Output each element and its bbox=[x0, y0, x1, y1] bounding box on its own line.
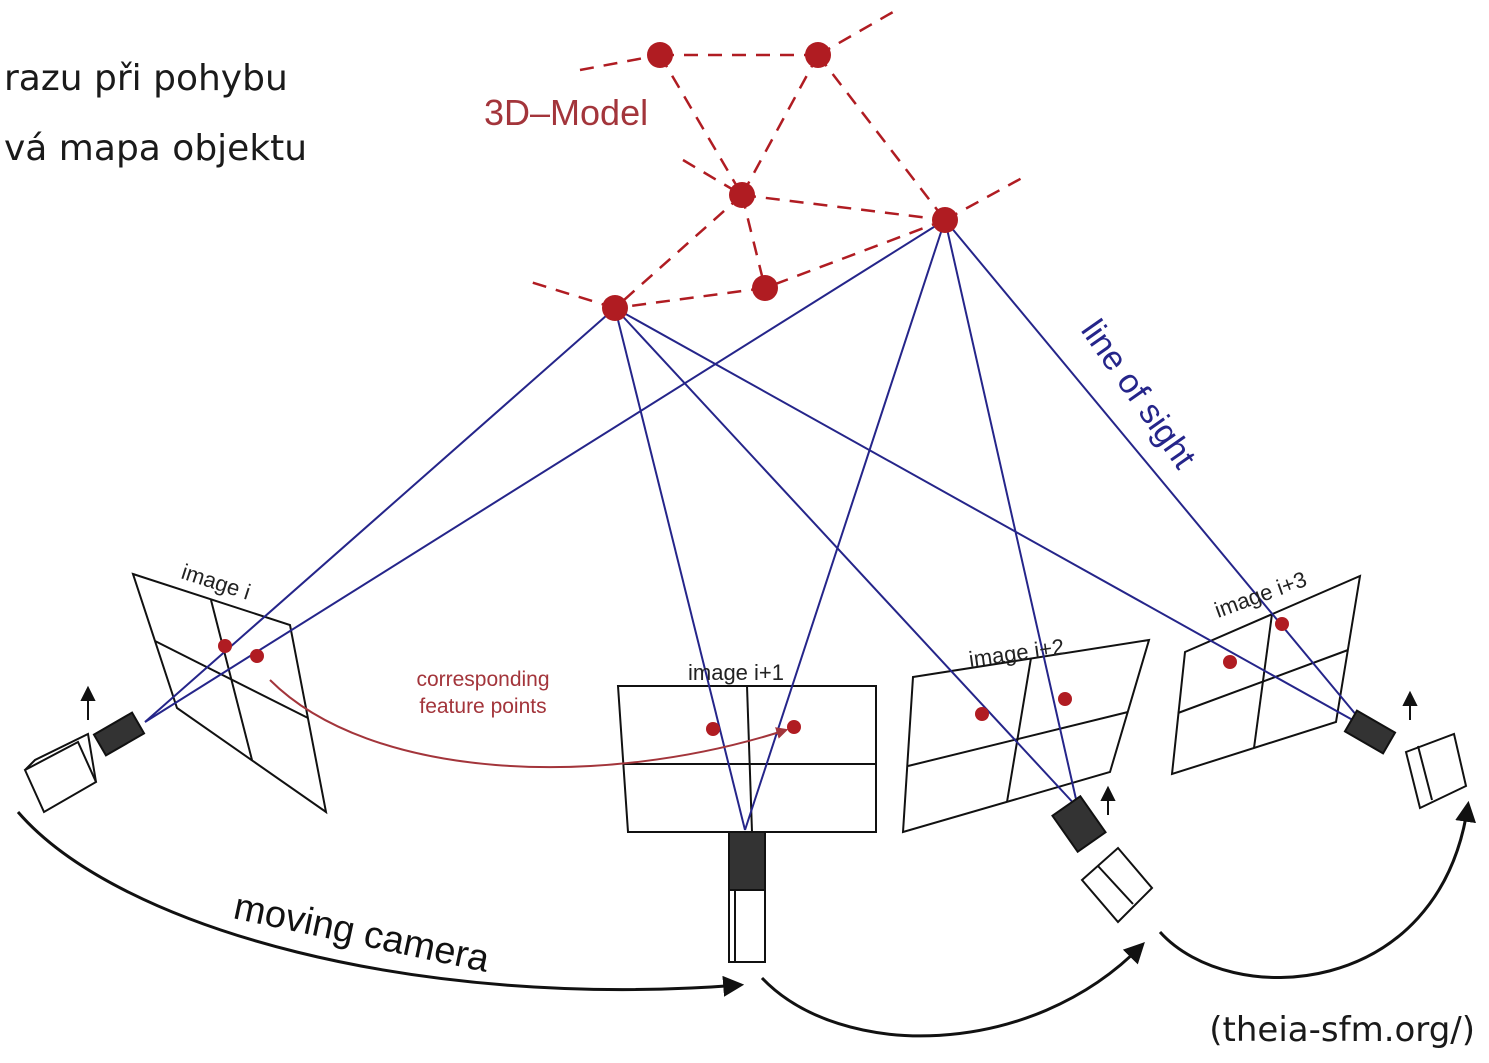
feature-point bbox=[787, 720, 801, 734]
model-points bbox=[602, 42, 958, 321]
camera-icon bbox=[23, 685, 146, 814]
image-plane-i bbox=[131, 572, 328, 815]
feature-point bbox=[706, 722, 720, 736]
model-point bbox=[752, 275, 778, 301]
camera-icon bbox=[1051, 785, 1154, 924]
camera-icon bbox=[728, 831, 766, 963]
sight-lines bbox=[144, 219, 1368, 831]
feature-point bbox=[1058, 692, 1072, 706]
model-label: 3D–Model bbox=[484, 92, 648, 133]
model-point bbox=[932, 207, 958, 233]
correspondence-arrow bbox=[269, 679, 789, 769]
image-label-i3: image i+3 bbox=[1211, 566, 1310, 622]
image-plane-i1 bbox=[616, 685, 877, 833]
feature-point bbox=[250, 649, 264, 663]
image-label-i2: image i+2 bbox=[967, 634, 1066, 672]
feature-point bbox=[975, 707, 989, 721]
corresponding-label-1: corresponding bbox=[416, 668, 549, 691]
feature-point bbox=[1275, 617, 1289, 631]
corresponding-label-2: feature points bbox=[419, 695, 546, 718]
feature-points bbox=[218, 617, 1289, 736]
model-point bbox=[602, 295, 628, 321]
feature-point bbox=[218, 639, 232, 653]
model-network bbox=[523, 6, 1023, 310]
slide-text-line-2: vá mapa objektu bbox=[4, 128, 308, 169]
camera-path bbox=[16, 800, 1476, 1038]
image-plane-i3 bbox=[1170, 574, 1362, 776]
image-planes bbox=[131, 572, 1362, 834]
image-plane-i2 bbox=[901, 638, 1151, 834]
slide-text-line-1: razu při pohybu bbox=[4, 58, 288, 99]
model-point bbox=[729, 182, 755, 208]
camera-icon bbox=[1343, 690, 1468, 810]
image-label-i1: image i+1 bbox=[688, 660, 784, 685]
model-point bbox=[647, 42, 673, 68]
model-point bbox=[805, 42, 831, 68]
feature-point bbox=[1223, 655, 1237, 669]
source-credit: (theia-sfm.org/) bbox=[1209, 1010, 1475, 1050]
image-label-i: image i bbox=[178, 559, 253, 605]
